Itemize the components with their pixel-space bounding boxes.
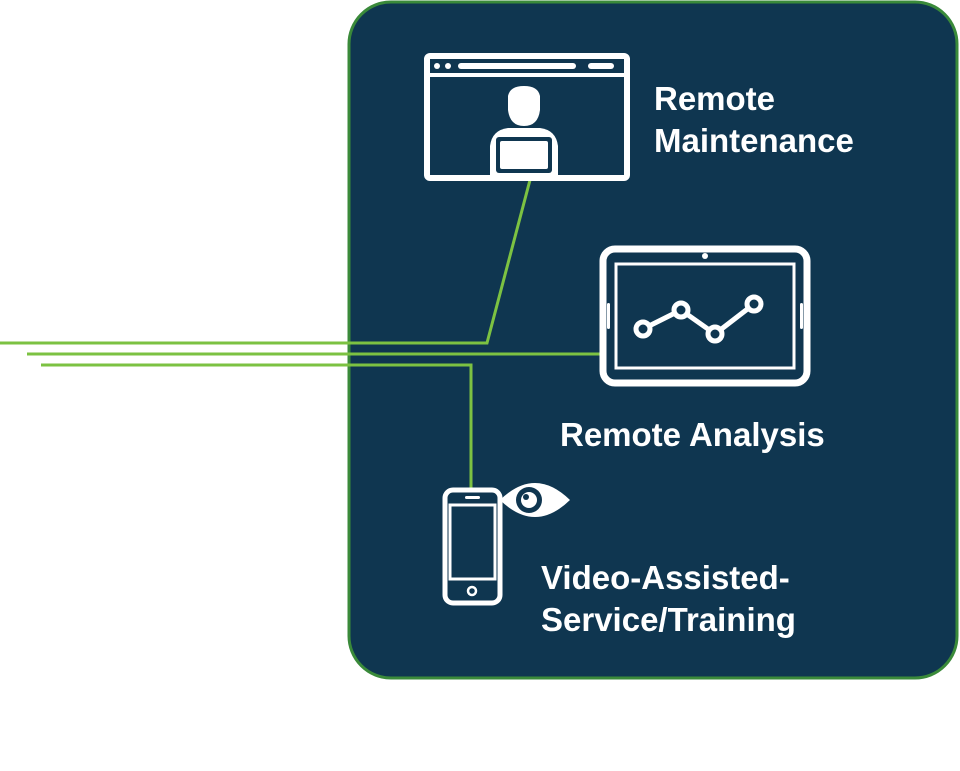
label-line: Remote Analysis: [560, 416, 825, 453]
browser-window-user-icon: [424, 53, 630, 181]
connector-line-maintenance: [0, 179, 532, 345]
label-remote-analysis: Remote Analysis: [560, 414, 825, 456]
label-video-assisted-service: Video-Assisted- Service/Training: [541, 557, 796, 641]
label-line: Video-Assisted-: [541, 559, 790, 596]
label-line: Service/Training: [541, 601, 796, 638]
connector-line-video: [41, 363, 473, 490]
tablet-line-chart-icon: [599, 245, 811, 387]
smartphone-eye-icon: [442, 483, 570, 606]
connector-lines: [0, 179, 601, 490]
label-remote-maintenance: Remote Maintenance: [654, 78, 854, 162]
label-line: Remote: [654, 80, 776, 117]
label-line: Maintenance: [654, 122, 854, 159]
